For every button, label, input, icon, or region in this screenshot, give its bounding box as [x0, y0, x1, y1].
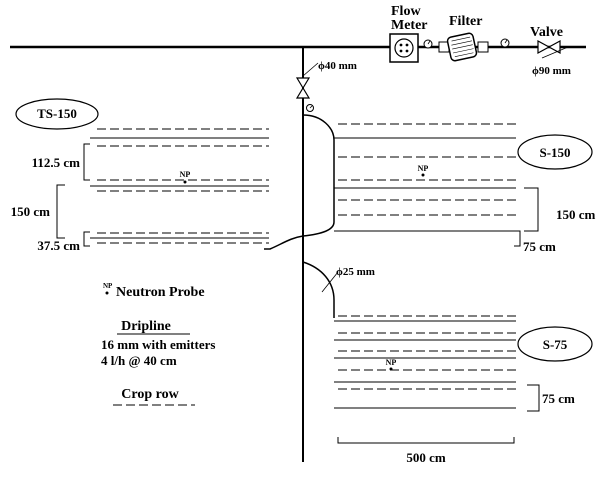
dim-150-right-label: 150 cm [556, 207, 596, 222]
dim-bracket-112-5 [83, 143, 90, 181]
dim-75-b-label: 75 cm [542, 391, 575, 406]
legend-dripline-title: Dripline [121, 319, 171, 334]
phi25-label: ϕ25 mm [336, 266, 375, 278]
submain-gauge-icon [306, 104, 314, 112]
valve-label: Valve [530, 25, 563, 40]
dim-bracket-150-left [56, 184, 65, 239]
phi40-leader [302, 62, 319, 77]
flow-meter-icon [389, 33, 419, 63]
phi90-label: ϕ90 mm [532, 65, 571, 77]
connector-right-lower [302, 261, 335, 318]
legend-neutron-probe: Neutron Probe [116, 285, 205, 300]
phi40-label: ϕ40 mm [318, 60, 357, 72]
legend-np-dot [105, 291, 109, 295]
filter-gauge-icon [500, 38, 510, 48]
connector-right-upper [302, 114, 335, 237]
flow-gauge-icon [423, 39, 433, 49]
dim-75-a-label: 75 cm [523, 239, 556, 254]
dim-bracket-500 [337, 437, 515, 444]
flow-meter-label-2: Meter [391, 18, 428, 33]
dim-150-left-label: 150 cm [11, 204, 51, 219]
dim-37-5-label: 37.5 cm [37, 238, 80, 253]
phi25-leader [321, 271, 339, 293]
dim-112-5-label: 112.5 cm [32, 155, 81, 170]
s75-ellipse [517, 326, 593, 362]
phi90-leader [541, 46, 569, 59]
svg-text:NP: NP [386, 358, 397, 367]
neutron-probe-marker: NP [180, 170, 191, 184]
dim-bracket-75-a [514, 230, 521, 247]
dim-bracket-150-right [524, 187, 539, 232]
legend-np-symbol: NP [103, 282, 113, 290]
legend-dripline-line2: 4 l/h @ 40 cm [101, 353, 177, 368]
svg-text:NP: NP [180, 170, 191, 179]
legend-crop-row: Crop row [121, 387, 179, 402]
submain-valve-icon [295, 77, 311, 99]
connector-left [264, 235, 304, 250]
neutron-probe-marker: NP [386, 358, 397, 371]
legend: NP Neutron Probe Dripline 16 mm with emi… [101, 282, 215, 406]
filter-label: Filter [449, 14, 482, 29]
s150-label: S-150 [539, 145, 570, 160]
ts150-label: TS-150 [37, 106, 77, 121]
svg-text:NP: NP [418, 164, 429, 173]
neutron-probe-marker: NP [418, 164, 429, 177]
s150-ellipse [517, 134, 593, 170]
filter-icon [438, 32, 489, 62]
dim-bracket-37-5 [83, 231, 90, 247]
s75-label: S-75 [543, 337, 568, 352]
ts150-ellipse [15, 98, 99, 130]
flow-meter-label-1: Flow [391, 4, 421, 19]
dim-500-label: 500 cm [406, 450, 446, 465]
legend-dripline-line1: 16 mm with emitters [101, 337, 215, 352]
main-valve-icon [537, 39, 561, 55]
dim-bracket-75-b [527, 384, 540, 412]
